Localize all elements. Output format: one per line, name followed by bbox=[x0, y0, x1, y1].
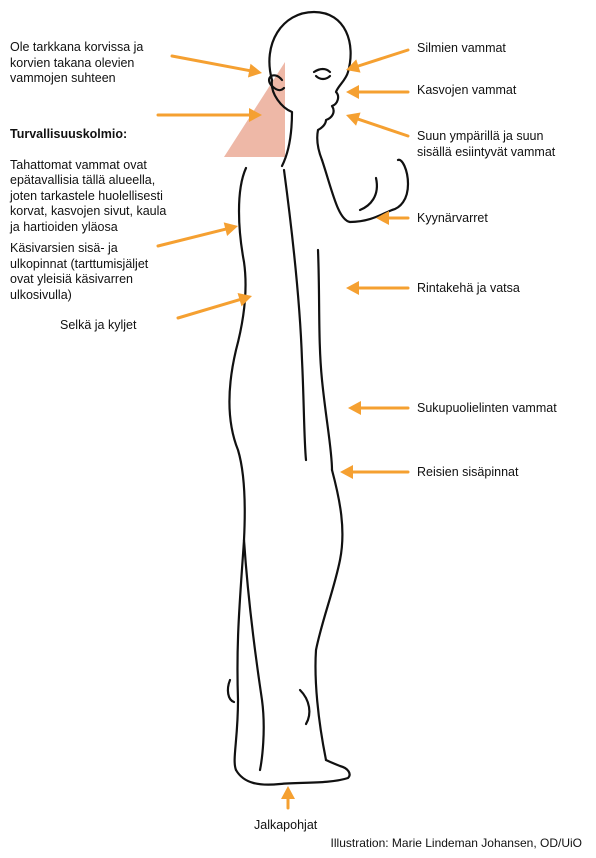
arrow-chest bbox=[346, 281, 408, 295]
arrow-genitals bbox=[348, 401, 408, 415]
arrow-forearms bbox=[376, 211, 408, 225]
label-safety-triangle: Turvallisuuskolmio: Tahattomat vammat ov… bbox=[10, 111, 166, 235]
arrow-mouth bbox=[346, 113, 408, 136]
label-mouth: Suun ympärillä ja suun sisällä esiintyvä… bbox=[417, 129, 555, 160]
label-chest: Rintakehä ja vatsa bbox=[417, 281, 520, 297]
label-ears: Ole tarkkana korvissa ja korvien takana … bbox=[10, 40, 143, 87]
arrow-triangle bbox=[158, 108, 262, 122]
arrow-thighs bbox=[340, 465, 408, 479]
arrow-back bbox=[178, 293, 252, 318]
label-arms: Käsivarsien sisä- ja ulkopinnat (tarttum… bbox=[10, 241, 148, 303]
arrow-ears bbox=[172, 56, 262, 77]
label-back: Selkä ja kyljet bbox=[60, 318, 136, 334]
arrow-face bbox=[346, 85, 408, 99]
arrow-soles bbox=[281, 786, 295, 808]
arrow-arms bbox=[158, 222, 238, 246]
label-genitals: Sukupuolielinten vammat bbox=[417, 401, 557, 417]
label-soles: Jalkapohjat bbox=[254, 818, 317, 834]
arrow-eyes bbox=[346, 50, 408, 73]
label-thighs: Reisien sisäpinnat bbox=[417, 465, 518, 481]
illustration-credit: Illustration: Marie Lindeman Johansen, O… bbox=[331, 836, 582, 850]
safety-triangle-body: Tahattomat vammat ovat epätavallisia täl… bbox=[10, 158, 166, 234]
label-eyes: Silmien vammat bbox=[417, 41, 506, 57]
safety-triangle-title: Turvallisuuskolmio: bbox=[10, 127, 166, 143]
label-forearms: Kyynärvarret bbox=[417, 211, 488, 227]
label-face: Kasvojen vammat bbox=[417, 83, 516, 99]
